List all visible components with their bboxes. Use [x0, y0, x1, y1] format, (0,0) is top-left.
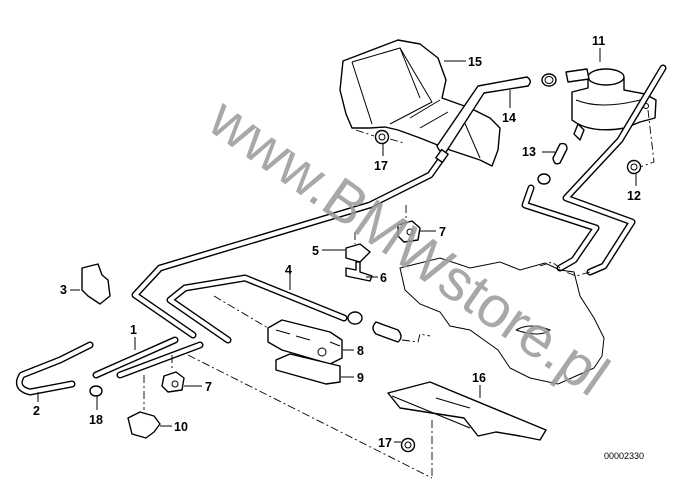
diagram-id: 00002330 [604, 451, 644, 461]
callout-10: 10 [174, 420, 188, 434]
callout-3: 3 [60, 283, 67, 297]
callout-15: 15 [468, 55, 482, 69]
callout-7-top: 7 [439, 225, 446, 239]
holder-base-part-9[interactable] [275, 353, 354, 385]
callout-18: 18 [89, 413, 103, 427]
hose-clamp-right[interactable] [537, 173, 551, 185]
callout-7-bottom: 7 [205, 380, 212, 394]
pipe-clip-part-7-bottom[interactable] [161, 355, 202, 393]
callout-12: 12 [627, 189, 641, 203]
callout-13: 13 [522, 145, 536, 159]
callout-17-top: 17 [374, 159, 388, 173]
clip-part-10[interactable] [127, 375, 172, 439]
hose-clamp-middle[interactable] [347, 311, 363, 325]
hose-part-13[interactable] [542, 142, 568, 165]
bracket-part-16[interactable] [387, 381, 547, 441]
hose-connector-middle[interactable] [372, 321, 431, 343]
callout-1: 1 [130, 323, 137, 337]
hose-part-2[interactable] [15, 341, 94, 402]
fuel-line-part-1[interactable] [92, 336, 204, 379]
callout-4: 4 [285, 263, 292, 277]
fuel-tank-outline [399, 257, 605, 385]
clip-part-6[interactable] [345, 261, 378, 282]
nut-part-17-top[interactable] [355, 129, 405, 156]
pipe-clip-part-7-top[interactable] [397, 205, 436, 243]
pipe-clip-part-5[interactable] [322, 232, 371, 263]
hose-clamp-part-18[interactable] [89, 385, 103, 410]
callout-6: 6 [380, 271, 387, 285]
callout-16: 16 [472, 371, 486, 385]
right-fuel-lines[interactable] [521, 64, 667, 276]
hose-clamp-top[interactable] [541, 73, 557, 87]
locator-lines [187, 295, 433, 479]
cover-part-15[interactable] [339, 39, 501, 167]
holder-part-3[interactable] [70, 263, 111, 305]
callout-17-bottom: 17 [378, 436, 392, 450]
callout-8: 8 [357, 344, 364, 358]
fuel-line-part-4[interactable] [166, 267, 348, 344]
callout-5: 5 [312, 244, 319, 258]
callout-11: 11 [592, 34, 605, 48]
nut-part-12[interactable] [626, 109, 655, 186]
fuel-line-upper[interactable] [131, 148, 449, 339]
callout-9: 9 [357, 371, 364, 385]
callout-14: 14 [502, 111, 516, 125]
callout-2: 2 [33, 404, 40, 418]
pipe-holder-part-8[interactable] [267, 319, 354, 365]
nut-part-17-bottom[interactable] [394, 437, 416, 453]
reservoir-part-11[interactable] [565, 48, 657, 141]
